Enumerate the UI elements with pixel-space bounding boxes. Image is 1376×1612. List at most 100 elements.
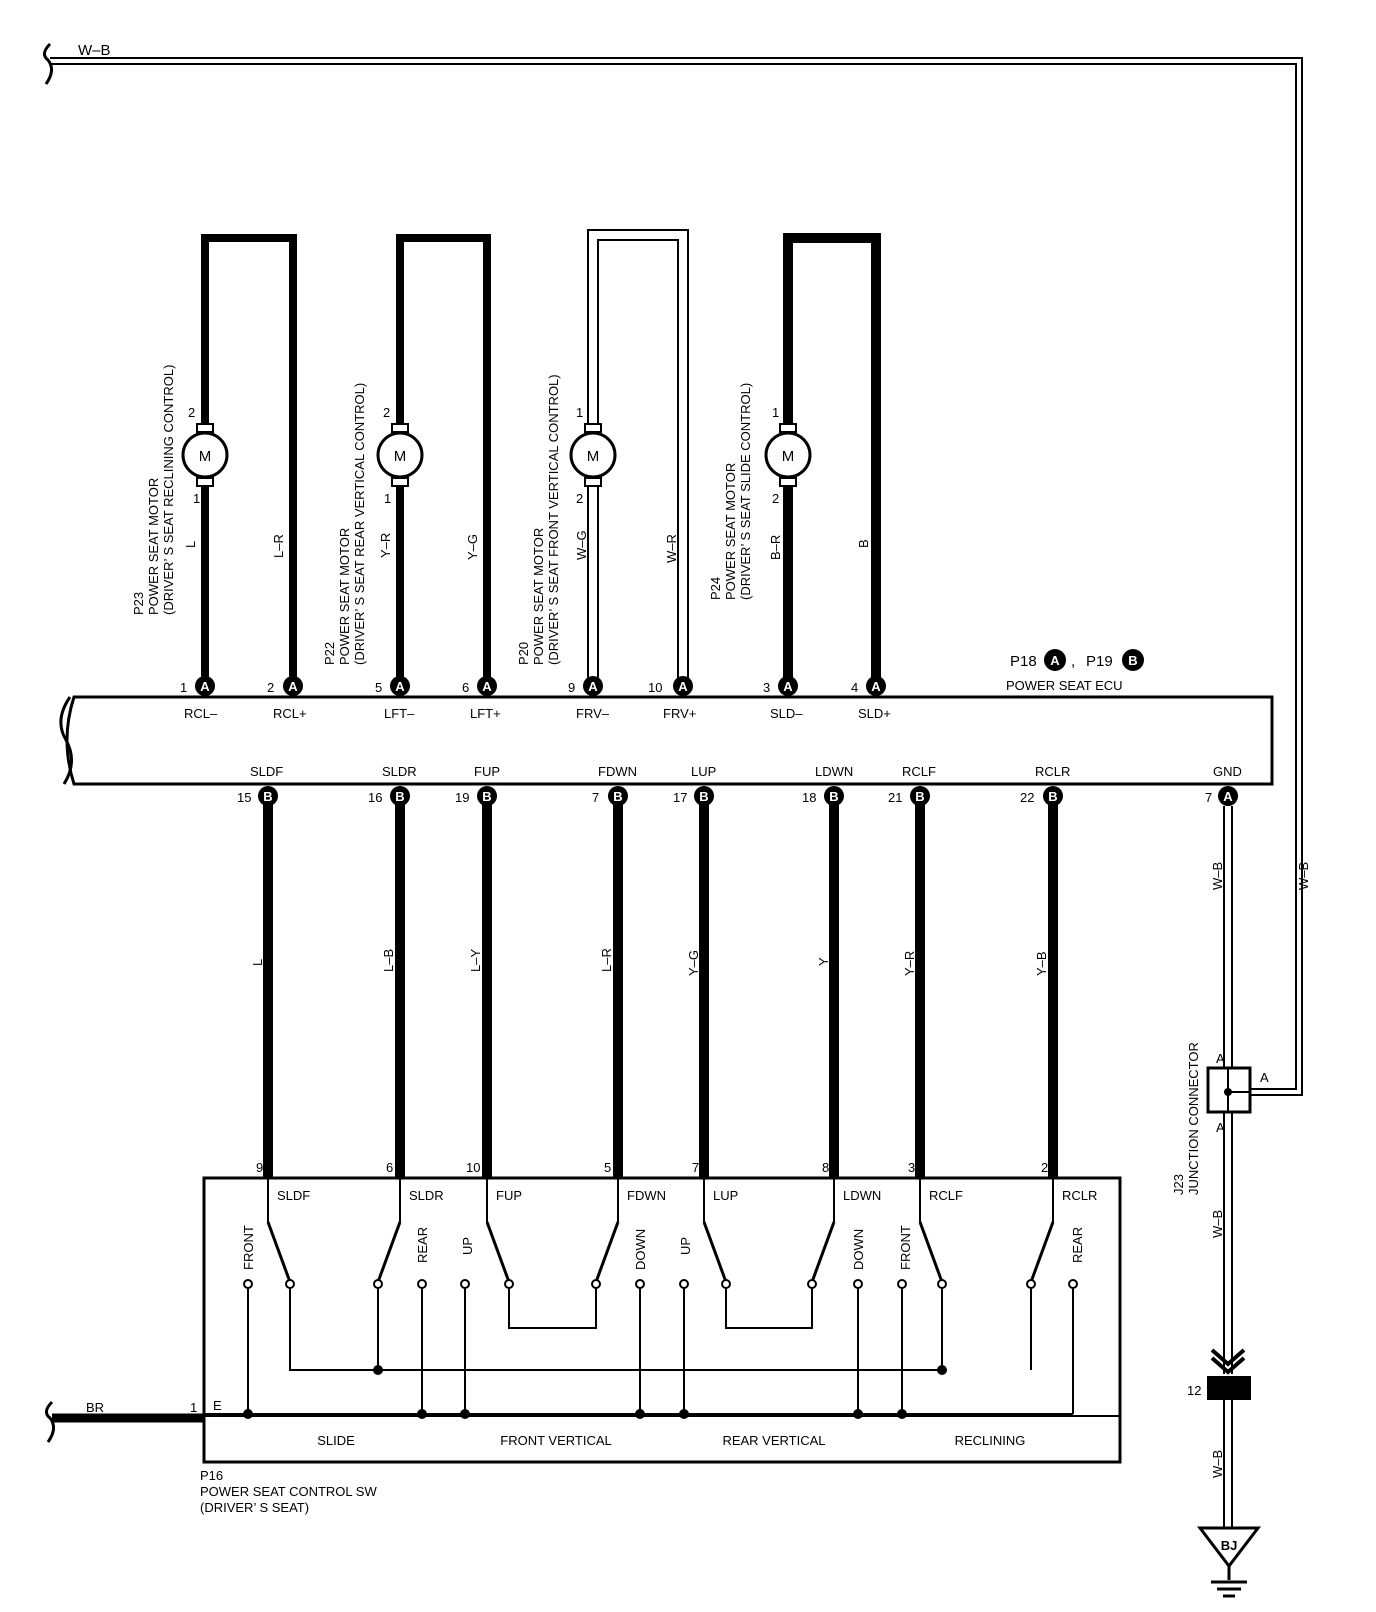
switch-junction-dots <box>243 1365 947 1419</box>
svg-text:5: 5 <box>375 680 382 695</box>
svg-text:Y: Y <box>816 957 831 966</box>
svg-text:1: 1 <box>180 680 187 695</box>
svg-text:4: 4 <box>851 680 858 695</box>
svg-text:7: 7 <box>592 790 599 805</box>
svg-text:P18: P18 <box>1010 653 1037 670</box>
svg-text:12: 12 <box>1187 1383 1201 1398</box>
svg-text:5: 5 <box>604 1160 611 1175</box>
svg-text:BR: BR <box>86 1400 104 1415</box>
svg-text:1: 1 <box>384 491 391 506</box>
svg-text:Y–G: Y–G <box>686 950 701 976</box>
svg-text:(DRIVER’ S SEAT): (DRIVER’ S SEAT) <box>200 1500 309 1515</box>
svg-text:FUP: FUP <box>474 764 500 779</box>
svg-text:17: 17 <box>673 790 687 805</box>
motor-p20-title: P20 POWER SEAT MOTOR (DRIVER’ S SEAT FRO… <box>516 374 561 665</box>
svg-text:A: A <box>200 679 210 694</box>
svg-text:M: M <box>394 448 407 465</box>
pin-frv-plus: 10 A FRV+ <box>648 676 696 721</box>
pin-fup: FUP 19 B <box>455 764 500 806</box>
svg-text:SLDR: SLDR <box>382 764 417 779</box>
svg-text:B: B <box>613 789 622 804</box>
svg-text:P23: P23 <box>131 592 146 615</box>
svg-text:W–G: W–G <box>574 530 589 560</box>
motor-p24-symbol: M <box>764 423 812 487</box>
svg-text:POWER SEAT MOTOR: POWER SEAT MOTOR <box>337 528 352 665</box>
svg-text:B: B <box>856 539 871 548</box>
svg-text:JUNCTION CONNECTOR: JUNCTION CONNECTOR <box>1186 1042 1201 1195</box>
pin-frv-minus: 9 A FRV– <box>568 676 610 721</box>
svg-text:10: 10 <box>648 680 662 695</box>
svg-text:A: A <box>1050 653 1060 668</box>
motor-p22-symbol: M <box>376 423 424 487</box>
switch-contacts <box>243 1279 1078 1289</box>
svg-text:M: M <box>199 448 212 465</box>
svg-text:P20: P20 <box>516 642 531 665</box>
svg-text:FRONT: FRONT <box>241 1225 256 1270</box>
svg-text:BC1: BC1 <box>1216 1382 1242 1397</box>
pin-sldf: SLDF 15 B <box>237 764 283 806</box>
pin-rclr: RCLR 22 B <box>1020 764 1070 806</box>
ground-wire-color: W–B <box>1210 1450 1225 1478</box>
svg-text:UP: UP <box>460 1237 475 1255</box>
svg-text:2: 2 <box>188 405 195 420</box>
switch-wire-colors: L L–B L–Y L–R Y–G Y Y–R Y–B <box>250 948 1049 976</box>
ecu-box-break <box>59 696 73 785</box>
svg-text:A: A <box>1216 1120 1225 1135</box>
motor-p24-title: P24 POWER SEAT MOTOR (DRIVER’ S SEAT SLI… <box>708 383 753 600</box>
svg-text:LDWN: LDWN <box>815 764 853 779</box>
switch-title: P16 POWER SEAT CONTROL SW (DRIVER’ S SEA… <box>200 1468 377 1515</box>
svg-text:18: 18 <box>802 790 816 805</box>
bc1-connector: 12 BC1 <box>1187 1376 1251 1400</box>
top-wire-break <box>43 42 53 85</box>
svg-text:A: A <box>678 679 688 694</box>
svg-text:P19: P19 <box>1086 653 1113 670</box>
junction-connector: A A A <box>1206 1051 1269 1135</box>
svg-text:B: B <box>1048 789 1057 804</box>
svg-text:3: 3 <box>763 680 770 695</box>
connector-chevron-icon <box>1210 1348 1246 1375</box>
svg-text:B: B <box>263 789 272 804</box>
svg-text:RCLF: RCLF <box>902 764 936 779</box>
svg-text:A: A <box>783 679 793 694</box>
svg-text:SLDF: SLDF <box>277 1188 310 1203</box>
svg-text:7: 7 <box>1205 790 1212 805</box>
pin-lup: LUP 17 B <box>673 764 716 806</box>
svg-text:LUP: LUP <box>691 764 716 779</box>
svg-text:FDWN: FDWN <box>627 1188 666 1203</box>
gnd-wire-color: W–B <box>1210 862 1225 890</box>
ground-point: BJ <box>1196 1526 1262 1569</box>
motor-p23-symbol: M <box>181 423 229 487</box>
pin-sld-plus: 4 A SLD+ <box>851 676 891 721</box>
svg-text:FDWN: FDWN <box>598 764 637 779</box>
junction-title: J23 JUNCTION CONNECTOR <box>1171 1042 1201 1195</box>
pin-rcl-minus: 1 A RCL– <box>180 676 218 721</box>
svg-text:M: M <box>782 448 795 465</box>
svg-text:RCLF: RCLF <box>929 1188 963 1203</box>
svg-text:SLD+: SLD+ <box>858 706 891 721</box>
motor-p23-title: P23 POWER SEAT MOTOR (DRIVER’ S SEAT REC… <box>131 365 176 615</box>
svg-text:RCL–: RCL– <box>184 706 218 721</box>
motor-p22-title: P22 POWER SEAT MOTOR (DRIVER’ S SEAT REA… <box>322 383 367 665</box>
motor-p20-symbol: M <box>569 423 617 487</box>
svg-text:LFT–: LFT– <box>384 706 415 721</box>
svg-text:Y–G: Y–G <box>465 534 480 560</box>
motor-titles: P23 POWER SEAT MOTOR (DRIVER’ S SEAT REC… <box>131 365 753 665</box>
svg-text:2: 2 <box>383 405 390 420</box>
bc1-to-ground-wire <box>1223 1400 1233 1528</box>
switch-section-labels: SLIDE FRONT VERTICAL REAR VERTICAL RECLI… <box>317 1433 1025 1448</box>
svg-text:(DRIVER’ S SEAT RECLINING CONT: (DRIVER’ S SEAT RECLINING CONTROL) <box>161 365 176 615</box>
svg-text:POWER SEAT CONTROL SW: POWER SEAT CONTROL SW <box>200 1484 377 1499</box>
svg-text:L–B: L–B <box>381 949 396 972</box>
svg-text:DOWN: DOWN <box>633 1229 648 1270</box>
svg-text:1: 1 <box>190 1400 197 1415</box>
svg-text:2: 2 <box>267 680 274 695</box>
pin-ldwn: LDWN 18 B <box>802 764 853 806</box>
svg-text:9: 9 <box>256 1160 263 1175</box>
svg-text:L–R: L–R <box>271 534 286 558</box>
pin-lft-minus: 5 A LFT– <box>375 676 415 721</box>
svg-text:(DRIVER’ S SEAT REAR VERTICAL: (DRIVER’ S SEAT REAR VERTICAL CONTROL) <box>352 383 367 665</box>
svg-text:A: A <box>1216 1051 1225 1066</box>
svg-text:P24: P24 <box>708 577 723 600</box>
svg-text:GND: GND <box>1213 764 1242 779</box>
